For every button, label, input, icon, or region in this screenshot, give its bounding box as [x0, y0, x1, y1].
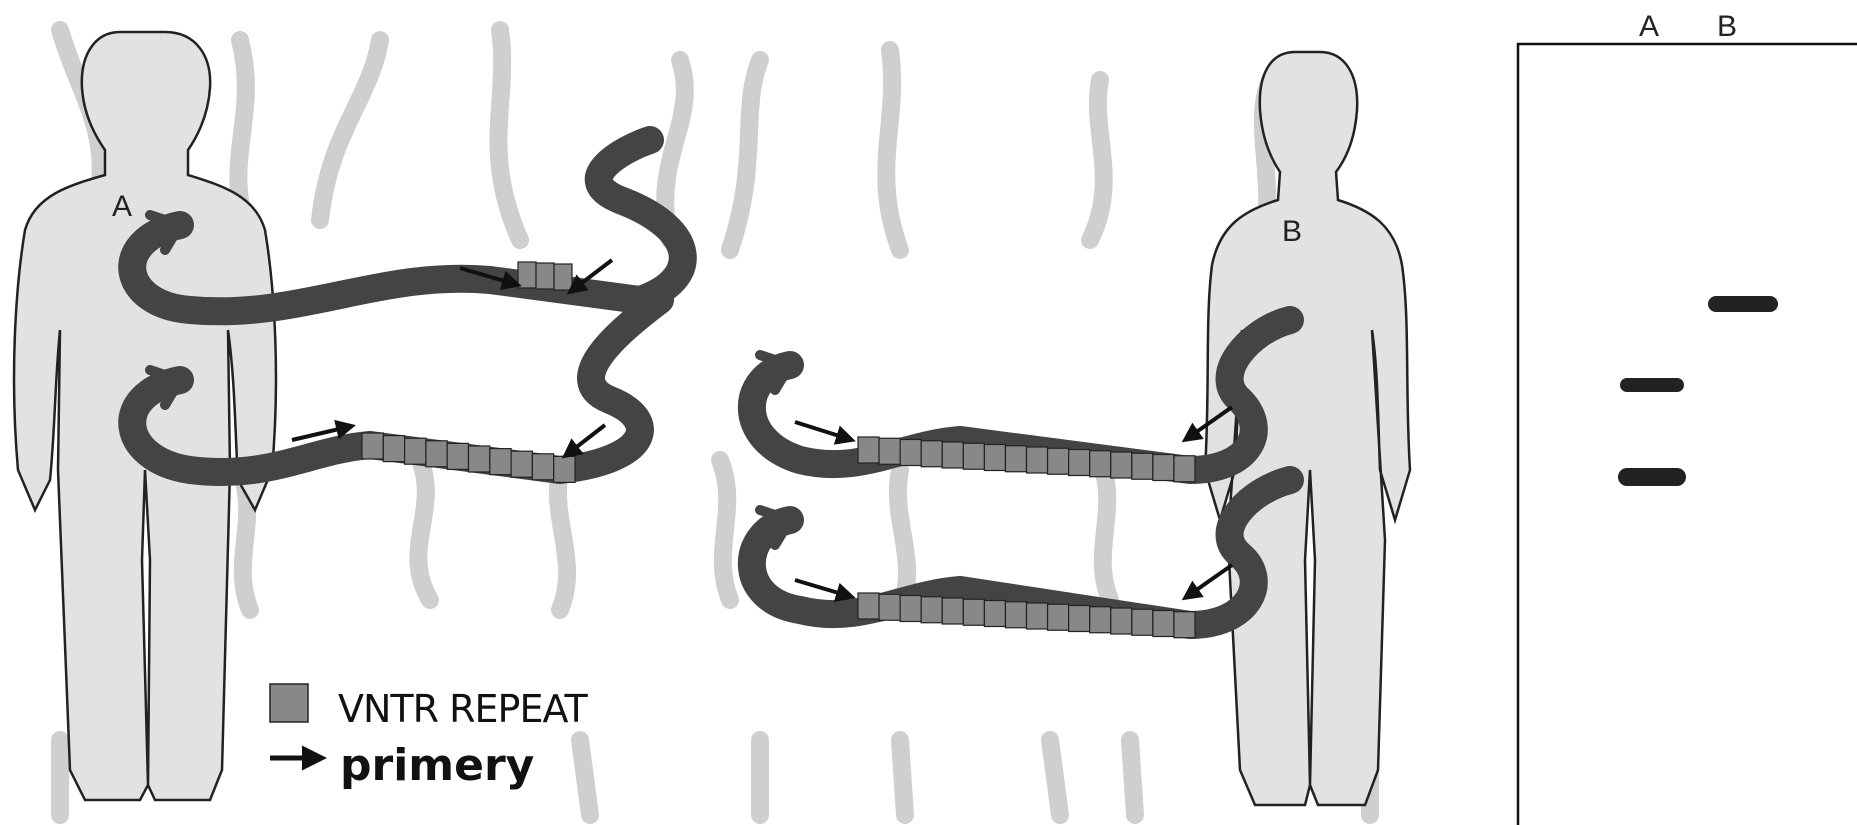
vntr-repeat-block	[1090, 607, 1111, 633]
vntr-repeat-block	[1090, 451, 1111, 477]
legend-primer-label: primery	[340, 740, 534, 791]
vntr-repeat-block	[921, 441, 942, 467]
vntr-repeat-block	[963, 443, 984, 469]
vntr-repeat-block	[426, 441, 447, 467]
vntr-repeat-block	[1027, 603, 1048, 629]
vntr-repeat-block	[362, 433, 383, 459]
primer-arrow	[795, 580, 852, 597]
vntr-repeat-block	[900, 440, 921, 466]
vntr-repeat-block	[942, 598, 963, 624]
vntr-repeat-block	[1069, 606, 1090, 632]
vntr-repeat-block	[511, 451, 532, 477]
vntr-repeat-block	[490, 449, 511, 475]
vntr-repeat-block	[1153, 455, 1174, 481]
gel-band	[1708, 296, 1778, 312]
vntr-repeat-block	[942, 442, 963, 468]
gel-lane-label-b: B	[1717, 10, 1737, 43]
vntr-repeat-block	[469, 446, 490, 472]
vntr-repeat-block	[858, 437, 879, 463]
vntr-repeat-block	[879, 594, 900, 620]
vntr-repeat-block	[536, 263, 554, 289]
vntr-repeat-block	[1174, 456, 1195, 482]
legend: VNTR REPEAT primery	[270, 684, 588, 791]
vntr-repeat-block	[963, 599, 984, 625]
vntr-repeat-block	[921, 597, 942, 623]
primer-arrow	[1185, 565, 1232, 598]
gel-band	[1618, 468, 1686, 486]
vntr-repeat-block	[1153, 611, 1174, 637]
vntr-repeat-block	[1174, 612, 1195, 638]
gel-panel: A B	[1518, 10, 1857, 825]
gel-band	[1620, 378, 1684, 392]
vntr-repeat-block	[1005, 446, 1026, 472]
vntr-repeat-block	[532, 454, 553, 480]
vntr-repeat-block	[1048, 448, 1069, 474]
gel-lane-label-a: A	[1639, 10, 1659, 43]
vntr-repeat-block	[900, 596, 921, 622]
vntr-repeat-block	[554, 456, 575, 482]
vntr-repeat-block	[405, 438, 426, 464]
vntr-repeat-block	[1005, 602, 1026, 628]
vntr-repeat-block	[383, 436, 404, 462]
vntr-repeat-block	[858, 593, 879, 619]
vntr-repeat-block	[1048, 604, 1069, 630]
vntr-repeat-block	[1027, 447, 1048, 473]
person-b-label: B	[1282, 215, 1302, 248]
vntr-repeat-block	[984, 445, 1005, 471]
vntr-repeat-block	[1111, 452, 1132, 478]
legend-vntr-swatch	[270, 684, 308, 722]
vntr-repeat-block	[447, 443, 468, 469]
vntr-repeat-block	[879, 438, 900, 464]
legend-vntr-label: VNTR REPEAT	[338, 687, 588, 731]
vntr-repeat-block	[518, 262, 536, 288]
vntr-repeat-block	[1132, 453, 1153, 479]
vntr-repeat-block	[1069, 450, 1090, 476]
vntr-repeat-block	[554, 264, 572, 290]
person-b-silhouette	[1205, 52, 1410, 805]
vntr-repeat-block	[1111, 608, 1132, 634]
vntr-repeat-block	[1132, 609, 1153, 635]
primer-arrow	[795, 422, 852, 440]
person-a-label: A	[112, 190, 132, 223]
vntr-repeat-block	[984, 601, 1005, 627]
gel-frame	[1518, 44, 1857, 825]
